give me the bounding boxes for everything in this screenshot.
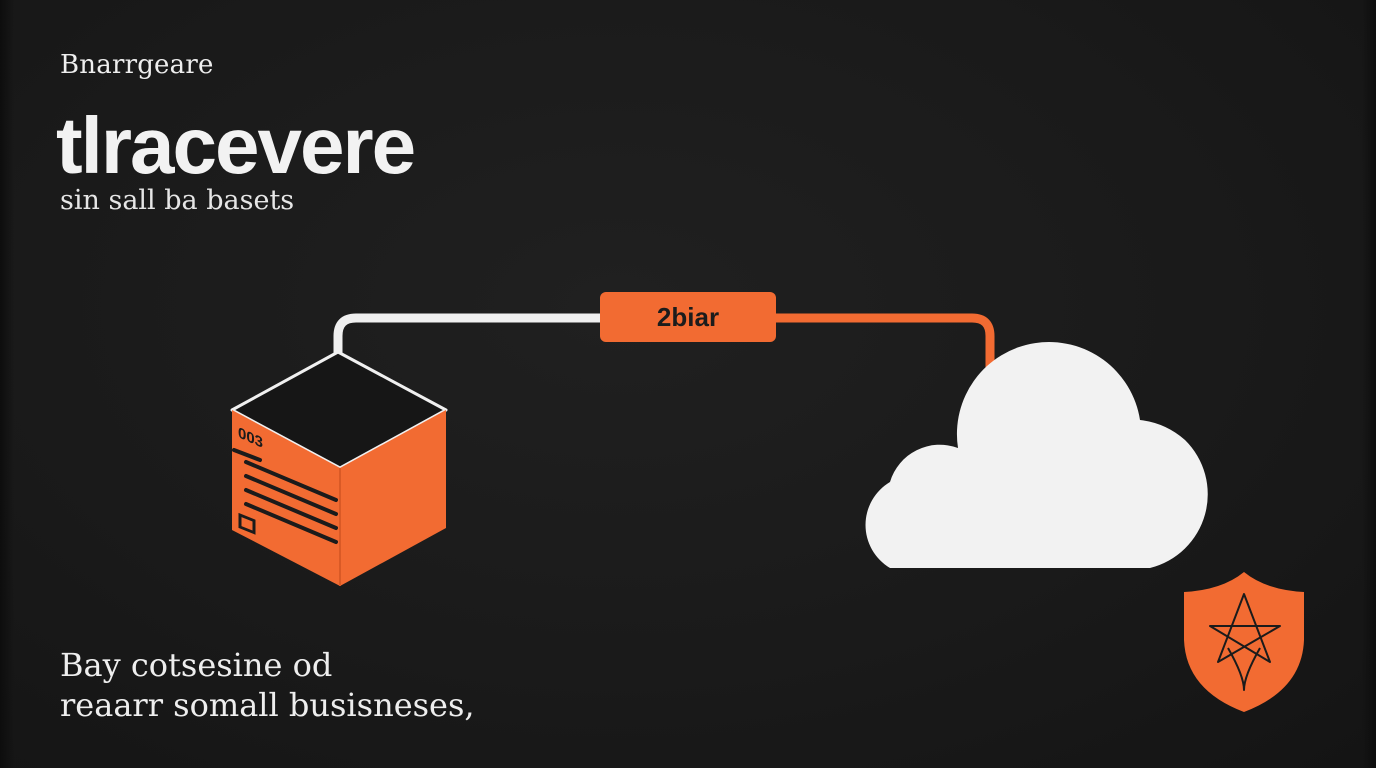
connector-line-white — [333, 313, 605, 415]
connector-line-orange — [776, 313, 995, 370]
tagline: sin sall ba basets — [60, 185, 295, 216]
right-edge-shadow — [1362, 0, 1376, 768]
headline: tlracevere — [56, 101, 416, 190]
bottom-caption: Bay cotsesine od reaarr somall busisnese… — [60, 645, 475, 725]
left-edge-shadow — [0, 0, 14, 768]
brand-name: Bnarrgeare — [60, 50, 214, 80]
server-box-icon — [230, 350, 448, 586]
shield-icon — [1184, 572, 1304, 712]
connector-label-pill — [600, 292, 776, 342]
cloud-icon — [865, 342, 1208, 568]
caption-line-1: Bay cotsesine od — [60, 646, 333, 684]
caption-line-2: reaarr somall busisneses, — [60, 686, 475, 724]
